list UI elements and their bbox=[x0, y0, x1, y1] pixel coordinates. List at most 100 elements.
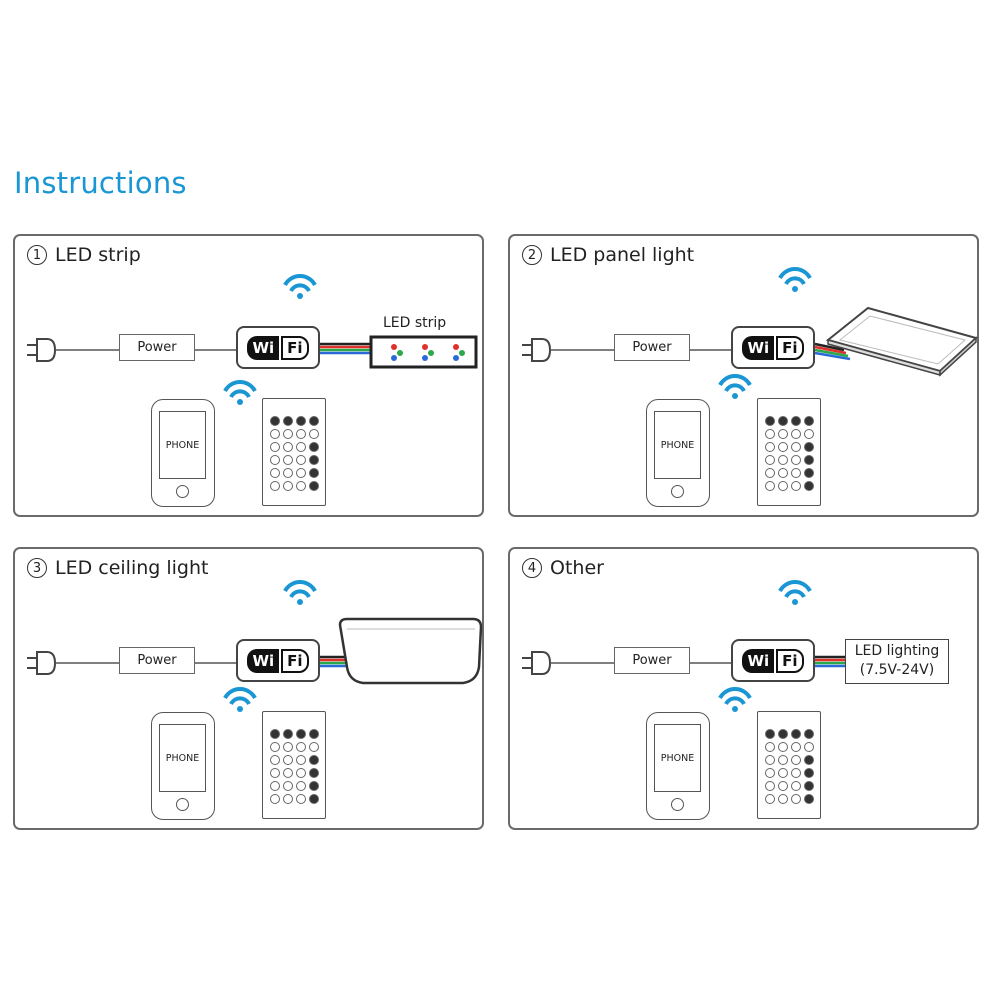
panel-title: Other bbox=[550, 557, 604, 579]
phone-home-button bbox=[176, 485, 189, 498]
remote-button bbox=[791, 742, 801, 752]
rgb-wires bbox=[814, 342, 851, 361]
remote-button bbox=[309, 429, 319, 439]
remote-button bbox=[765, 442, 775, 452]
remote-button bbox=[270, 742, 280, 752]
remote-button bbox=[804, 455, 814, 465]
remote-button bbox=[804, 742, 814, 752]
remote-button bbox=[804, 768, 814, 778]
remote-button bbox=[309, 729, 319, 739]
power-supply: Power bbox=[119, 334, 195, 361]
wifi-logo: Wi Fi bbox=[742, 335, 804, 360]
remote-button bbox=[791, 768, 801, 778]
led-panel-light-device bbox=[825, 306, 979, 377]
remote-button bbox=[270, 481, 280, 491]
panel-header: 1 LED strip bbox=[27, 244, 141, 266]
remote-button bbox=[309, 755, 319, 765]
power-supply: Power bbox=[119, 647, 195, 674]
phone-icon: PHONE bbox=[151, 712, 215, 820]
power-supply: Power bbox=[614, 334, 690, 361]
remote-control-icon bbox=[262, 398, 326, 506]
remote-button bbox=[804, 416, 814, 426]
panel-led-ceiling-light: 3 LED ceiling light bbox=[13, 547, 484, 830]
panel-led-panel-light: 2 LED panel light bbox=[508, 234, 979, 517]
remote-button bbox=[804, 729, 814, 739]
remote-button bbox=[778, 794, 788, 804]
wifi-signal-icon bbox=[223, 380, 257, 405]
device-label-line: (7.5V-24V) bbox=[859, 662, 935, 678]
wifi-signal-icon bbox=[718, 687, 752, 712]
remote-button bbox=[296, 429, 306, 439]
remote-button bbox=[778, 755, 788, 765]
remote-button bbox=[309, 416, 319, 426]
remote-button bbox=[765, 768, 775, 778]
remote-button bbox=[283, 468, 293, 478]
panel-header: 3 LED ceiling light bbox=[27, 557, 208, 579]
remote-button bbox=[778, 429, 788, 439]
led-ceiling-light-device bbox=[338, 617, 483, 685]
wifi-logo-part: Wi bbox=[742, 648, 775, 673]
panel-led-strip: 1 LED strip bbox=[13, 234, 484, 517]
remote-button bbox=[283, 416, 293, 426]
panel-number: 3 bbox=[27, 558, 47, 578]
remote-button bbox=[765, 755, 775, 765]
page-title: Instructions bbox=[14, 166, 187, 200]
device-label-line: LED lighting bbox=[854, 643, 940, 659]
wifi-logo: Wi Fi bbox=[247, 648, 309, 673]
remote-button bbox=[296, 794, 306, 804]
wifi-controller-icon: Wi Fi bbox=[236, 639, 320, 682]
remote-button bbox=[270, 768, 280, 778]
wifi-signal-icon bbox=[223, 687, 257, 712]
phone-home-button bbox=[176, 798, 189, 811]
remote-button bbox=[283, 742, 293, 752]
panel-number: 2 bbox=[522, 245, 542, 265]
remote-control-icon bbox=[757, 711, 821, 819]
remote-button bbox=[270, 442, 280, 452]
remote-button bbox=[765, 481, 775, 491]
remote-button bbox=[309, 742, 319, 752]
wifi-logo: Wi Fi bbox=[247, 335, 309, 360]
remote-button bbox=[270, 755, 280, 765]
remote-button bbox=[270, 794, 280, 804]
remote-button bbox=[296, 442, 306, 452]
wiring-diagram bbox=[27, 580, 483, 712]
wifi-logo-part: Fi bbox=[776, 335, 804, 360]
panel-other: 4 Other LED lighting (7.5V-24V) bbox=[508, 547, 979, 830]
remote-button bbox=[309, 794, 319, 804]
remote-button bbox=[309, 768, 319, 778]
remote-button bbox=[270, 429, 280, 439]
remote-button bbox=[791, 755, 801, 765]
remote-button bbox=[283, 768, 293, 778]
remote-control-icon bbox=[757, 398, 821, 506]
remote-button bbox=[778, 468, 788, 478]
panel-number: 1 bbox=[27, 245, 47, 265]
remote-button bbox=[309, 468, 319, 478]
plug-icon bbox=[27, 651, 57, 675]
panel-title: LED strip bbox=[55, 244, 141, 266]
remote-button bbox=[296, 468, 306, 478]
remote-buttons bbox=[270, 416, 319, 491]
remote-button bbox=[765, 468, 775, 478]
remote-button bbox=[283, 481, 293, 491]
wifi-logo-part: Wi bbox=[742, 335, 775, 360]
remote-button bbox=[765, 729, 775, 739]
phone-screen: PHONE bbox=[159, 411, 206, 479]
device-label: LED strip bbox=[383, 315, 447, 331]
device-label: LED lighting (7.5V-24V) bbox=[845, 639, 949, 684]
remote-button bbox=[283, 794, 293, 804]
remote-button bbox=[296, 768, 306, 778]
remote-button bbox=[791, 468, 801, 478]
remote-button bbox=[283, 781, 293, 791]
phone-icon: PHONE bbox=[646, 399, 710, 507]
remote-button bbox=[283, 755, 293, 765]
remote-button bbox=[296, 455, 306, 465]
led-strip-device bbox=[369, 335, 478, 369]
remote-button bbox=[283, 729, 293, 739]
remote-button bbox=[283, 442, 293, 452]
wifi-logo-part: Wi bbox=[247, 648, 280, 673]
remote-button bbox=[270, 416, 280, 426]
remote-button bbox=[804, 755, 814, 765]
remote-button bbox=[270, 729, 280, 739]
rgb-wires bbox=[320, 342, 371, 355]
panel-title: LED panel light bbox=[550, 244, 695, 266]
